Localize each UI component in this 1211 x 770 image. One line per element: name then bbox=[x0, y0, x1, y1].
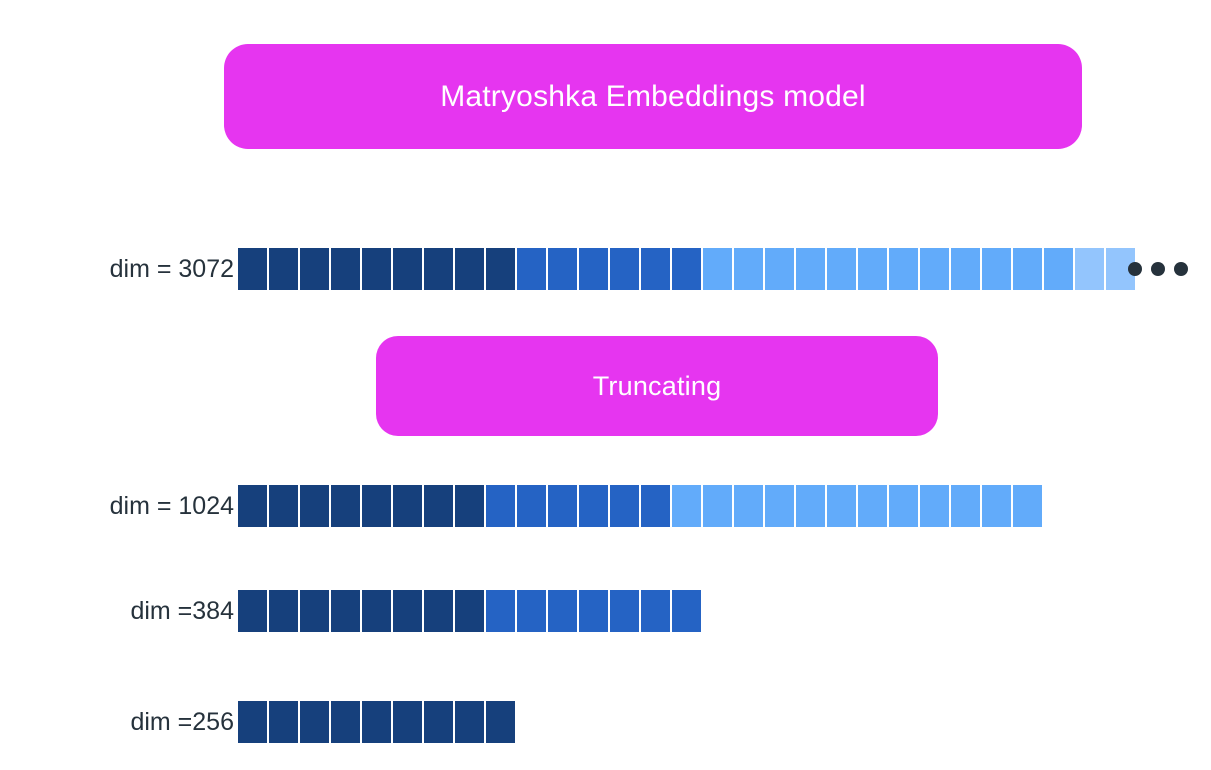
embedding-cell bbox=[1013, 248, 1042, 290]
embedding-cell bbox=[796, 485, 825, 527]
embedding-cell bbox=[455, 590, 484, 632]
embedding-cell bbox=[672, 485, 701, 527]
embedding-cell bbox=[362, 701, 391, 743]
embedding-cell bbox=[331, 248, 360, 290]
embedding-strip-row-256 bbox=[238, 701, 515, 743]
arrow-shaft bbox=[662, 300, 665, 338]
dim-label-row-3072: dim = 3072 bbox=[109, 255, 234, 283]
embedding-cell bbox=[672, 590, 701, 632]
embedding-strip-row-384 bbox=[238, 590, 701, 632]
embedding-cell bbox=[827, 248, 856, 290]
embedding-cell bbox=[300, 485, 329, 527]
matryoshka-model-box: Matryoshka Embeddings model bbox=[224, 44, 1082, 149]
embedding-cell bbox=[362, 248, 391, 290]
embedding-cell bbox=[610, 590, 639, 632]
embedding-cell bbox=[486, 485, 515, 527]
ellipsis-dot bbox=[1174, 262, 1188, 276]
embedding-cell bbox=[455, 701, 484, 743]
embedding-cell bbox=[517, 248, 546, 290]
embedding-cell bbox=[641, 248, 670, 290]
embedding-cell bbox=[641, 485, 670, 527]
embedding-cell bbox=[362, 485, 391, 527]
embedding-cell bbox=[858, 485, 887, 527]
embedding-cell bbox=[424, 485, 453, 527]
embedding-cell bbox=[579, 485, 608, 527]
embedding-cell bbox=[827, 485, 856, 527]
ellipsis-dot bbox=[1128, 262, 1142, 276]
embedding-cell bbox=[486, 701, 515, 743]
embedding-cell bbox=[982, 248, 1011, 290]
embedding-cell bbox=[920, 248, 949, 290]
embedding-cell bbox=[331, 485, 360, 527]
embedding-cell bbox=[331, 701, 360, 743]
embedding-cell bbox=[238, 590, 267, 632]
embedding-cell bbox=[331, 590, 360, 632]
embedding-cell bbox=[393, 701, 422, 743]
arrow-shaft bbox=[661, 149, 664, 242]
arrow-shaft bbox=[662, 436, 665, 484]
embedding-cell bbox=[889, 485, 918, 527]
embedding-cell bbox=[486, 248, 515, 290]
embedding-cell bbox=[610, 248, 639, 290]
embedding-cell bbox=[951, 248, 980, 290]
embedding-cell bbox=[951, 485, 980, 527]
embedding-cell bbox=[269, 590, 298, 632]
embedding-cell bbox=[765, 485, 794, 527]
embedding-cell bbox=[486, 590, 515, 632]
ellipsis-dot bbox=[1151, 262, 1165, 276]
dim-label-row-256: dim =256 bbox=[130, 708, 234, 736]
embedding-cell bbox=[517, 485, 546, 527]
embedding-cell bbox=[238, 248, 267, 290]
embedding-cell bbox=[517, 590, 546, 632]
embedding-cell bbox=[548, 590, 577, 632]
dim-label-row-1024: dim = 1024 bbox=[109, 492, 234, 520]
truncating-label: Truncating bbox=[592, 370, 722, 401]
embedding-cell bbox=[703, 485, 732, 527]
embedding-cell bbox=[455, 485, 484, 527]
embedding-cell bbox=[548, 248, 577, 290]
embedding-cell bbox=[610, 485, 639, 527]
embedding-cell bbox=[982, 485, 1011, 527]
embedding-cell bbox=[393, 248, 422, 290]
embedding-cell bbox=[579, 590, 608, 632]
embedding-cell bbox=[362, 590, 391, 632]
embedding-cell bbox=[703, 248, 732, 290]
embedding-cell bbox=[424, 701, 453, 743]
embedding-cell bbox=[238, 701, 267, 743]
embedding-cell bbox=[300, 248, 329, 290]
embedding-cell bbox=[548, 485, 577, 527]
embedding-cell bbox=[269, 485, 298, 527]
truncating-box: Truncating bbox=[376, 336, 938, 436]
embedding-strip-row-1024 bbox=[238, 485, 1042, 527]
embedding-cell bbox=[734, 485, 763, 527]
embedding-cell bbox=[1013, 485, 1042, 527]
matryoshka-model-label: Matryoshka Embeddings model bbox=[440, 79, 866, 113]
embedding-cell bbox=[393, 590, 422, 632]
embedding-cell bbox=[641, 590, 670, 632]
embedding-cell bbox=[269, 248, 298, 290]
embedding-cell bbox=[889, 248, 918, 290]
embedding-cell bbox=[300, 701, 329, 743]
embedding-cell bbox=[238, 485, 267, 527]
embedding-cell bbox=[455, 248, 484, 290]
embedding-cell bbox=[920, 485, 949, 527]
embedding-cell bbox=[734, 248, 763, 290]
embedding-cell bbox=[1044, 248, 1073, 290]
embedding-cell bbox=[579, 248, 608, 290]
embedding-cell bbox=[765, 248, 794, 290]
embedding-cell bbox=[858, 248, 887, 290]
embedding-cell bbox=[393, 485, 422, 527]
embedding-cell bbox=[424, 590, 453, 632]
embedding-strip-row-3072 bbox=[238, 248, 1135, 290]
embedding-cell bbox=[424, 248, 453, 290]
ellipsis-dots bbox=[1128, 262, 1188, 276]
embedding-cell bbox=[1075, 248, 1104, 290]
embedding-cell bbox=[300, 590, 329, 632]
dim-label-row-384: dim =384 bbox=[130, 597, 234, 625]
embedding-cell bbox=[796, 248, 825, 290]
embedding-cell bbox=[672, 248, 701, 290]
embedding-cell bbox=[269, 701, 298, 743]
